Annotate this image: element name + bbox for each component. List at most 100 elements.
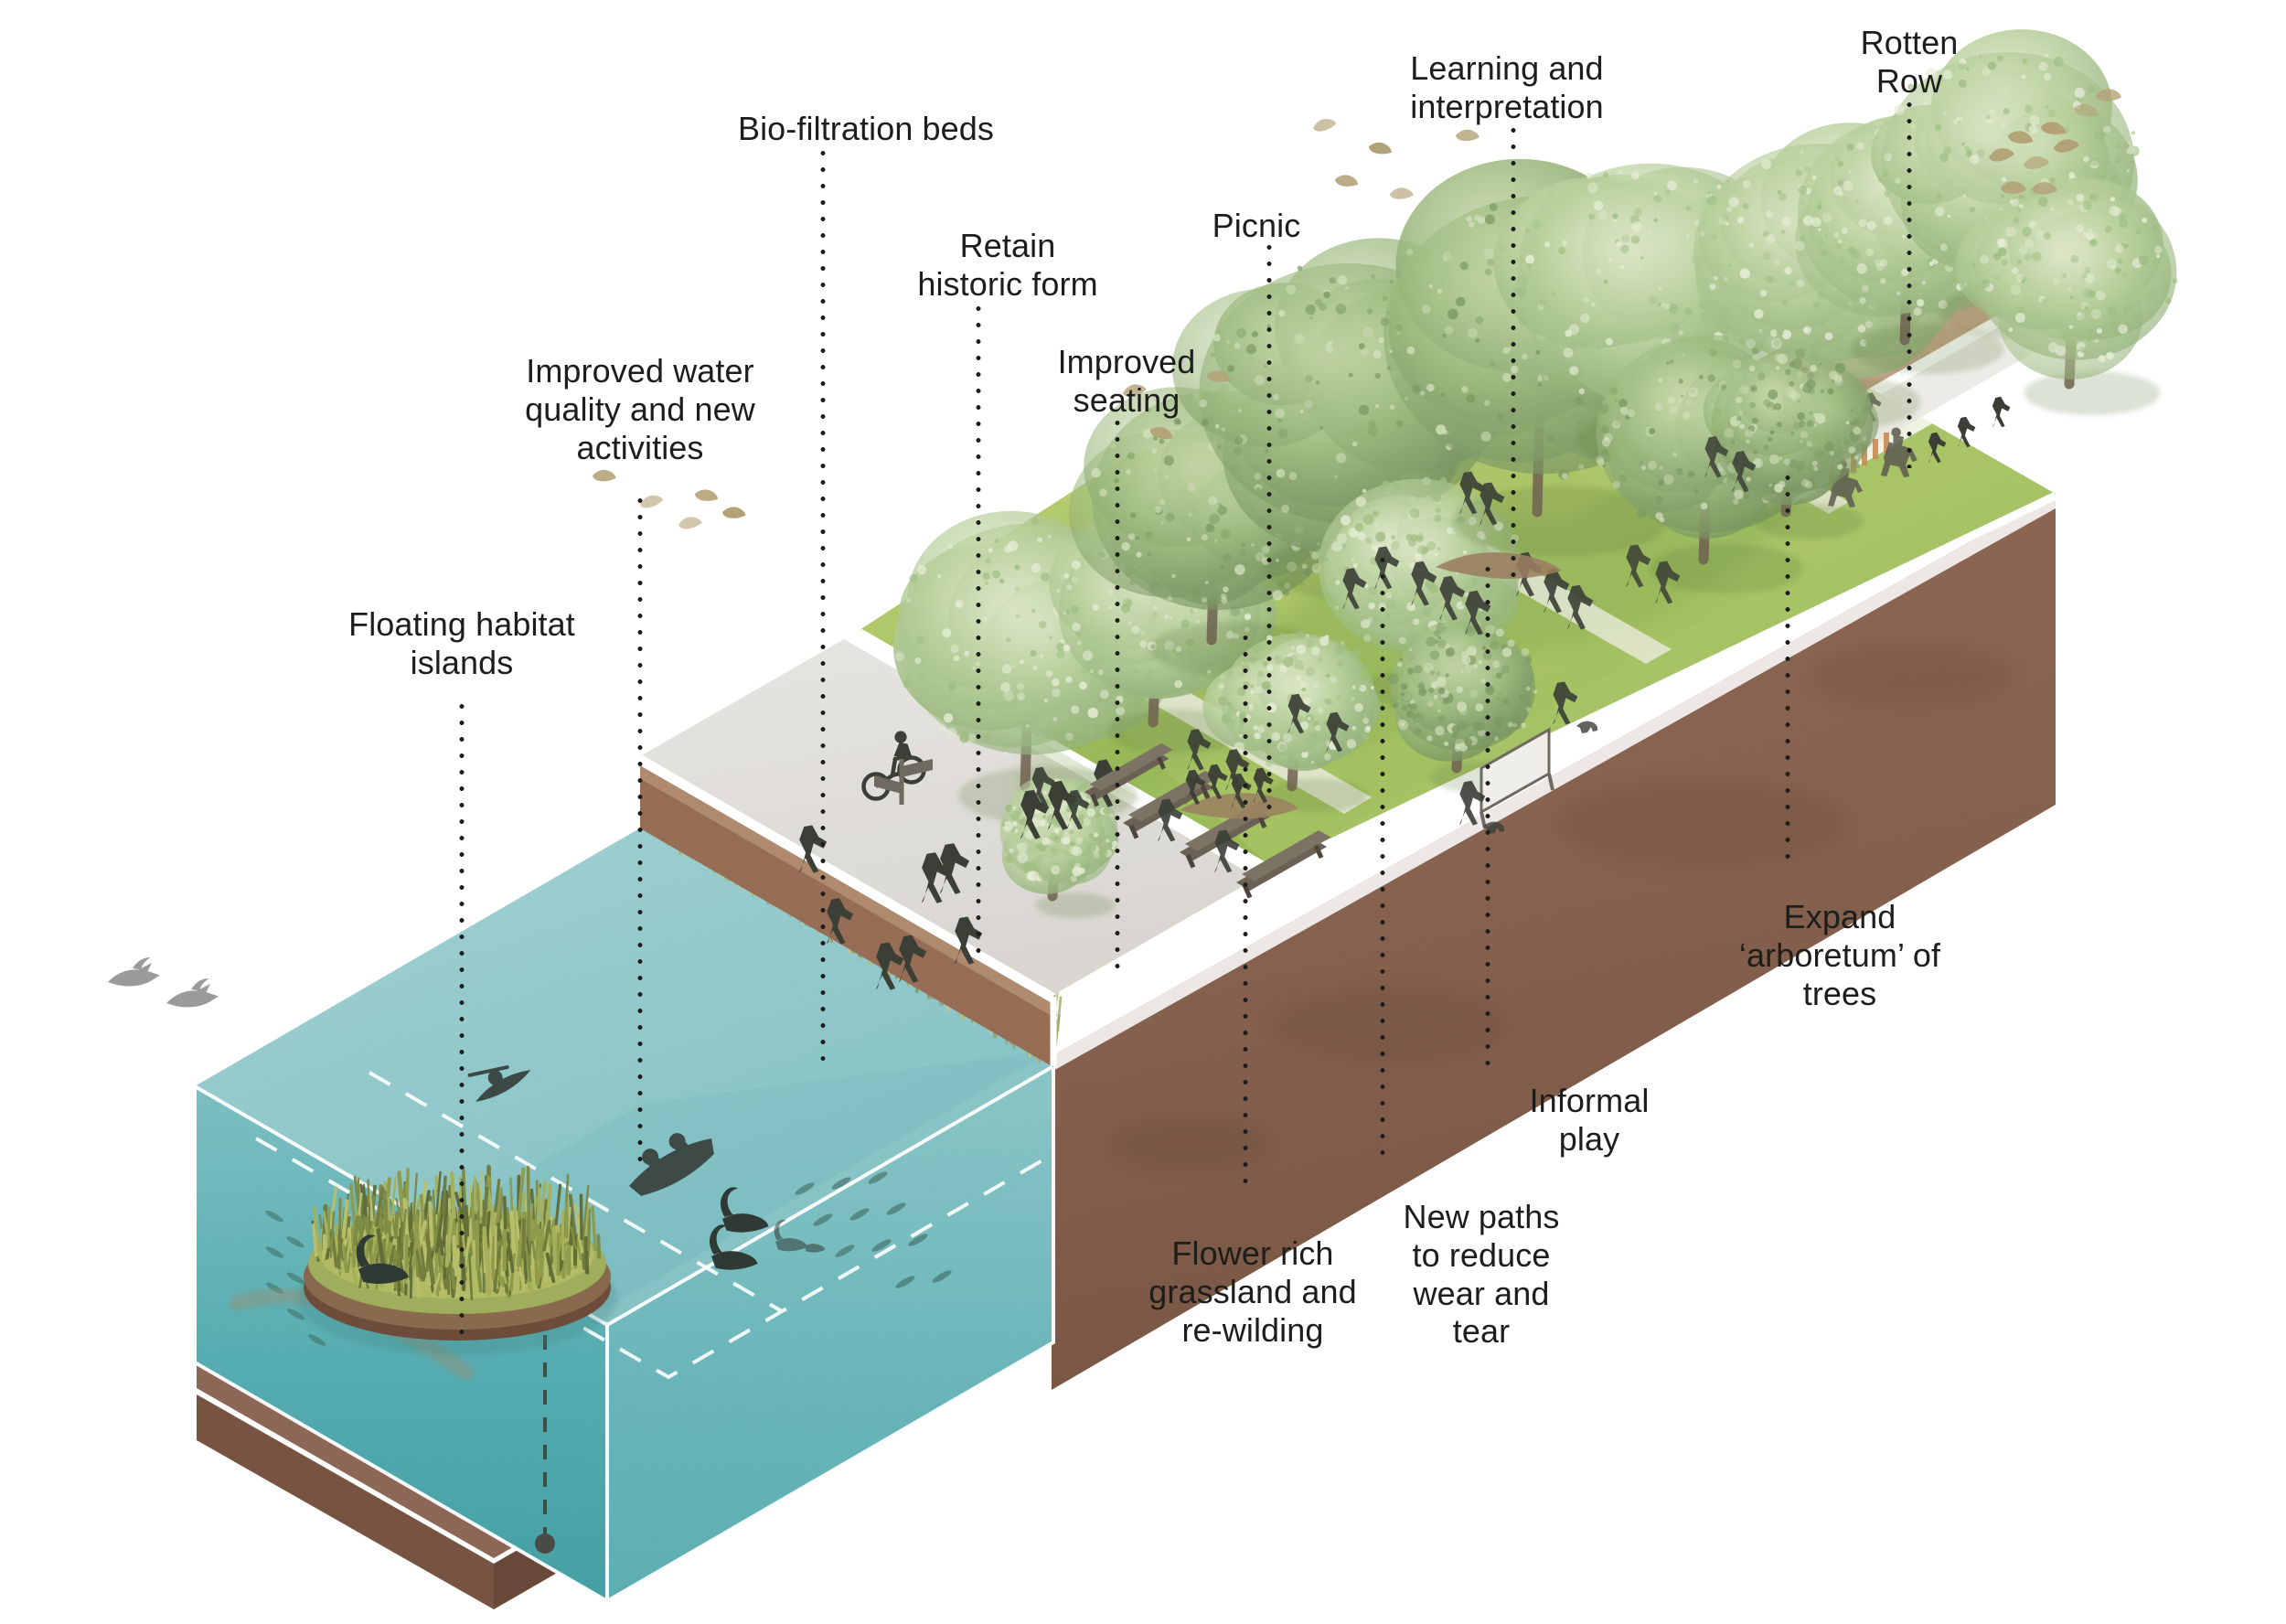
- callout-label-improved-water-quality: Improved water quality and new activitie…: [525, 352, 755, 466]
- leader-line-bio-filtration-beds: [820, 151, 826, 1065]
- leader-line-informal-play: [1485, 567, 1490, 1074]
- lake-activity: [356, 1065, 826, 1284]
- bird-icon: [1206, 370, 1231, 382]
- lake-surface: [195, 828, 1053, 1325]
- bird-icon: [2040, 122, 2066, 135]
- bird-icon: [640, 495, 664, 508]
- leader-line-rotten-row: [1907, 102, 1912, 468]
- person-silhouette: [1253, 767, 1274, 803]
- person-silhouette: [1479, 482, 1505, 526]
- fish-shoal-right: [795, 1171, 952, 1288]
- person-silhouette: [1047, 780, 1077, 830]
- kayak: [467, 1065, 531, 1102]
- person-silhouette: [1066, 789, 1090, 830]
- callout-label-improved-seating: Improved seating: [1057, 343, 1196, 419]
- person-silhouette: [1326, 711, 1350, 753]
- person-silhouette: [1552, 681, 1578, 725]
- bird-icon: [593, 469, 616, 482]
- person-silhouette: [1410, 561, 1437, 606]
- person-silhouette: [1458, 780, 1486, 826]
- bird-icon: [1123, 384, 1147, 397]
- lake-water-cube: [193, 828, 1055, 1604]
- person-silhouette: [1157, 798, 1183, 842]
- bird-icon: [694, 489, 719, 501]
- leader-line-learning-and-interpretation: [1511, 128, 1516, 585]
- bird-icon: [1368, 142, 1392, 155]
- bird-icon: [1313, 118, 1337, 132]
- person-silhouette: [1031, 766, 1055, 807]
- callout-label-new-paths-to-reduce-wear: New paths to reduce wear and tear: [1403, 1198, 1560, 1351]
- person-silhouette: [921, 852, 952, 903]
- water-wireframe: [193, 1064, 1055, 1604]
- person-silhouette: [826, 898, 854, 945]
- person-silhouette: [1207, 764, 1228, 799]
- person-silhouette: [1093, 759, 1122, 807]
- bird-icon: [2001, 181, 2026, 194]
- birds: [108, 89, 2121, 1008]
- leader-line-flower-rich-grassland: [1243, 636, 1248, 1193]
- person-silhouette: [1020, 789, 1050, 839]
- person-silhouette: [1438, 575, 1466, 621]
- swan: [356, 1234, 409, 1284]
- person-silhouette: [1704, 436, 1729, 478]
- swan-family: [709, 1187, 826, 1270]
- bird-icon: [2032, 182, 2057, 195]
- person-silhouette: [1287, 693, 1311, 734]
- person-silhouette: [1224, 749, 1250, 791]
- bird-icon: [1149, 426, 1173, 440]
- person-silhouette: [939, 843, 970, 894]
- dog: [1576, 721, 1598, 733]
- leader-line-retain-historic-form: [976, 306, 981, 965]
- bird-icon: [1334, 175, 1359, 187]
- rowing-boat: [629, 1133, 714, 1196]
- callout-label-retain-historic-form: Retain historic form: [917, 227, 1098, 303]
- leader-line-improved-water-quality: [637, 498, 643, 1170]
- person-silhouette: [1625, 544, 1651, 588]
- callout-label-bio-filtration-beds: Bio-filtration beds: [737, 110, 995, 147]
- bird-icon: [1455, 129, 1479, 142]
- tree: [1703, 348, 1879, 540]
- bird-icon: [1390, 187, 1414, 199]
- heron-icon: [108, 957, 219, 1008]
- bird-icon: [2054, 139, 2079, 153]
- bird-icon: [2024, 155, 2049, 170]
- bird-icon: [2096, 89, 2121, 102]
- person-silhouette: [1213, 829, 1240, 873]
- person-silhouette: [1341, 568, 1367, 610]
- play-log: [1436, 552, 1562, 579]
- callout-label-learning-and-interpretation: Learning and interpretation: [1410, 49, 1604, 125]
- leader-line-expand-arboretum-of-trees: [1785, 475, 1790, 869]
- bird-icon: [2007, 131, 2034, 144]
- callout-label-floating-habitat-islands: Floating habitat islands: [348, 605, 575, 681]
- person-silhouette: [1654, 561, 1681, 604]
- person-silhouette: [1543, 568, 1570, 614]
- person-silhouette: [898, 935, 927, 983]
- callout-label-rotten-row: Rotten Row: [1860, 24, 1959, 100]
- callout-label-picnic: Picnic: [1212, 207, 1301, 244]
- person-silhouette: [1731, 451, 1757, 493]
- person-silhouette: [798, 825, 828, 873]
- person-silhouette: [1458, 471, 1485, 515]
- leader-line-picnic: [1266, 245, 1272, 821]
- leader-line-new-paths-to-reduce-wear: [1380, 558, 1385, 1157]
- leader-line-improved-seating: [1115, 421, 1120, 969]
- bird-icon: [2073, 103, 2099, 117]
- person-silhouette: [1464, 590, 1491, 636]
- person-silhouette: [954, 916, 983, 965]
- person-silhouette: [1185, 769, 1206, 805]
- anchor-weight: [535, 1533, 555, 1554]
- diagram-art: [108, 29, 2178, 1604]
- leader-line-floating-habitat-islands: [459, 704, 465, 1335]
- tree: [1387, 621, 1538, 794]
- bird-icon: [722, 507, 746, 518]
- bird-icon: [1989, 148, 2014, 162]
- person-silhouette: [1186, 729, 1212, 771]
- person-silhouette: [1231, 773, 1252, 808]
- callout-label-informal-play: Informal play: [1529, 1082, 1650, 1158]
- wayfinding-sign: [874, 759, 933, 805]
- callout-label-flower-rich-grassland: Flower rich grassland and re-wilding: [1148, 1234, 1357, 1349]
- tree: [1955, 177, 2178, 415]
- person-silhouette: [1566, 584, 1594, 630]
